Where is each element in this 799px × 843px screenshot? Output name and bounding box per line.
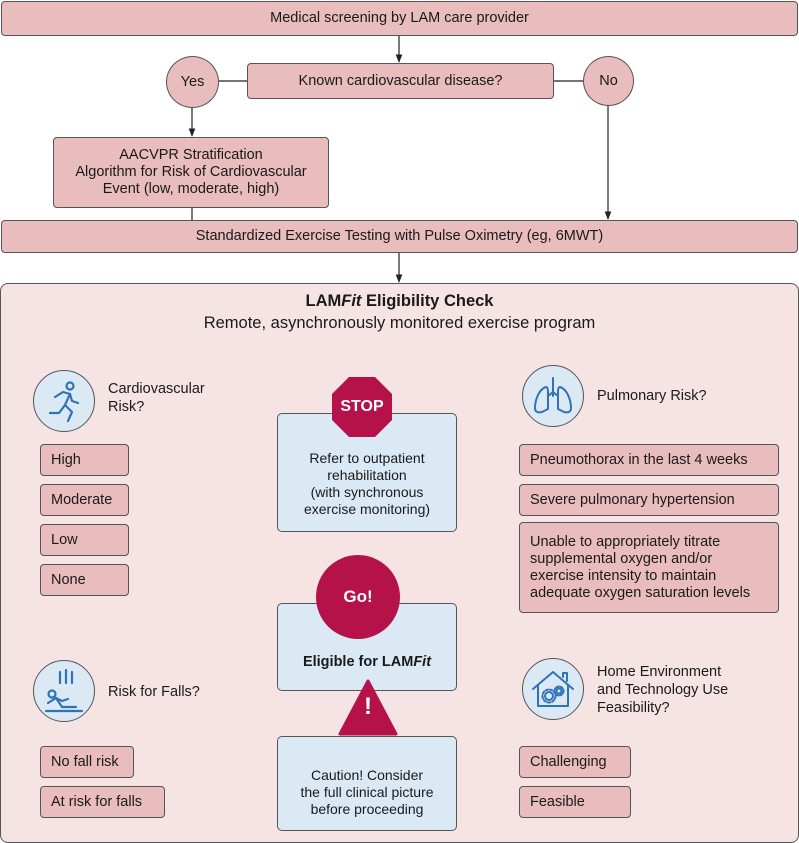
warning-triangle-icon: ! bbox=[338, 679, 398, 737]
panel-title-italic: Fit bbox=[341, 292, 362, 310]
yes-node: Yes bbox=[166, 56, 219, 108]
pulmonary-option-pneumothorax: Pneumothorax in the last 4 weeks bbox=[519, 444, 779, 476]
pulmonary-option-hypertension: Severe pulmonary hypertension bbox=[519, 484, 779, 516]
pulmonary-option-oxygen: Unable to appropriately titrate suppleme… bbox=[519, 522, 779, 613]
cardio-option-high: High bbox=[40, 444, 129, 476]
stop-badge-text: STOP bbox=[340, 398, 384, 415]
cvd-question-box: Known cardiovascular disease? bbox=[247, 63, 554, 99]
panel-title-suffix: Eligibility Check bbox=[361, 292, 494, 310]
cardio-option-none: None bbox=[40, 564, 129, 596]
caution-box: Caution! Consider the full clinical pict… bbox=[277, 736, 457, 831]
panel-title: LAMFit Eligibility Check bbox=[0, 292, 799, 311]
panel-title-prefix: LAM bbox=[305, 292, 342, 310]
no-node: No bbox=[583, 56, 634, 106]
falls-option-none: No fall risk bbox=[40, 746, 134, 778]
eligible-text: Eligible for LAM bbox=[302, 653, 414, 670]
running-person-icon bbox=[33, 370, 95, 432]
falls-option-at-risk: At risk for falls bbox=[40, 786, 165, 818]
go-badge-text: Go! bbox=[343, 587, 373, 606]
home-feasibility-label: Home Environment and Technology Use Feas… bbox=[597, 664, 729, 716]
falling-person-icon bbox=[33, 660, 95, 722]
screening-box: Medical screening by LAM care provider bbox=[1, 1, 798, 36]
stop-sign-icon: STOP bbox=[331, 376, 393, 438]
exercise-testing-box: Standardized Exercise Testing with Pulse… bbox=[1, 220, 798, 253]
aacvpr-box: AACVPR Stratification Algorithm for Risk… bbox=[53, 137, 329, 208]
house-gears-icon bbox=[522, 658, 584, 720]
home-option-challenging: Challenging bbox=[519, 746, 631, 778]
cardio-risk-label: Cardiovascular Risk? bbox=[108, 381, 205, 415]
caution-badge-text: ! bbox=[364, 693, 372, 720]
cardio-option-moderate: Moderate bbox=[40, 484, 129, 516]
go-badge-icon: Go! bbox=[316, 555, 400, 639]
eligible-text-italic: Fit bbox=[413, 653, 432, 670]
lungs-icon bbox=[522, 365, 584, 427]
pulmonary-risk-label: Pulmonary Risk? bbox=[597, 388, 707, 404]
panel-subtitle: Remote, asynchronously monitored exercis… bbox=[203, 314, 596, 332]
home-option-feasible: Feasible bbox=[519, 786, 631, 818]
fall-risk-label: Risk for Falls? bbox=[108, 684, 200, 700]
cardio-option-low: Low bbox=[40, 524, 129, 556]
